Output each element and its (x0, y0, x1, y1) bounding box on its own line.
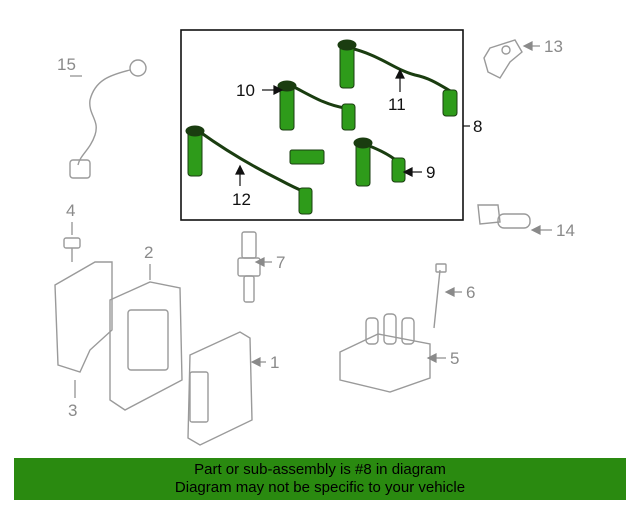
grey-parts (54, 39, 531, 446)
parts-diagram: 10 11 8 9 12 15 13 14 4 2 7 6 5 1 3 (54, 29, 575, 446)
wire-9-boot-a-cap (353, 137, 373, 149)
spark-plug-7 (241, 231, 257, 259)
wire-10-boot-b (341, 103, 356, 131)
sensor-13-port (501, 45, 511, 55)
callout-7: 7 (276, 253, 285, 272)
info-banner: Part or sub-assembly is #8 in diagram Di… (14, 458, 626, 500)
sensor-15-harness (77, 69, 131, 166)
callout-3: 3 (68, 401, 77, 420)
callout-8: 8 (473, 117, 482, 136)
wire-10-boot-a-cap (277, 80, 297, 92)
callout-10: 10 (236, 81, 255, 100)
sensor-13-body (483, 39, 523, 79)
banner-line-1: Part or sub-assembly is #8 in diagram (194, 461, 446, 478)
ecu-module-1 (187, 331, 253, 446)
callout-9: 9 (426, 163, 435, 182)
wire-10 (291, 84, 346, 110)
callout-2: 2 (144, 243, 153, 262)
callout-13: 13 (544, 37, 563, 56)
dark-leaders (235, 68, 470, 186)
sensor-14-tip (497, 213, 531, 229)
sensor-15-head (129, 59, 147, 77)
bracket-3 (54, 261, 113, 373)
grey-leaders (70, 41, 552, 398)
banner-line-2: Diagram may not be specific to your vehi… (174, 479, 466, 496)
ignition-wire-set-8[interactable] (185, 39, 458, 215)
callout-15: 15 (57, 55, 76, 74)
wire-11-boot-a-cap (337, 39, 357, 51)
ecu-bracket-2 (109, 281, 183, 411)
wire-12 (199, 130, 306, 194)
wire-12-boot-a-cap (185, 125, 205, 137)
callout-5: 5 (450, 349, 459, 368)
bolt-4-head (63, 237, 81, 249)
bolt-6 (433, 269, 441, 329)
callout-4: 4 (66, 201, 75, 220)
callout-11: 11 (388, 95, 406, 114)
sensor-15-plug (69, 159, 91, 179)
sensor-14-body (477, 204, 501, 225)
callout-1: 1 (270, 353, 279, 372)
wire-11 (349, 46, 453, 94)
callout-6: 6 (466, 283, 475, 302)
wire-12-boot-b (298, 187, 313, 215)
wire-11-boot-b (442, 89, 458, 117)
callout-14: 14 (556, 221, 575, 240)
callout-12: 12 (232, 190, 251, 209)
wire-separator-clip (289, 149, 325, 165)
wire-9-boot-b (391, 157, 406, 183)
wire-set-box (180, 29, 464, 221)
